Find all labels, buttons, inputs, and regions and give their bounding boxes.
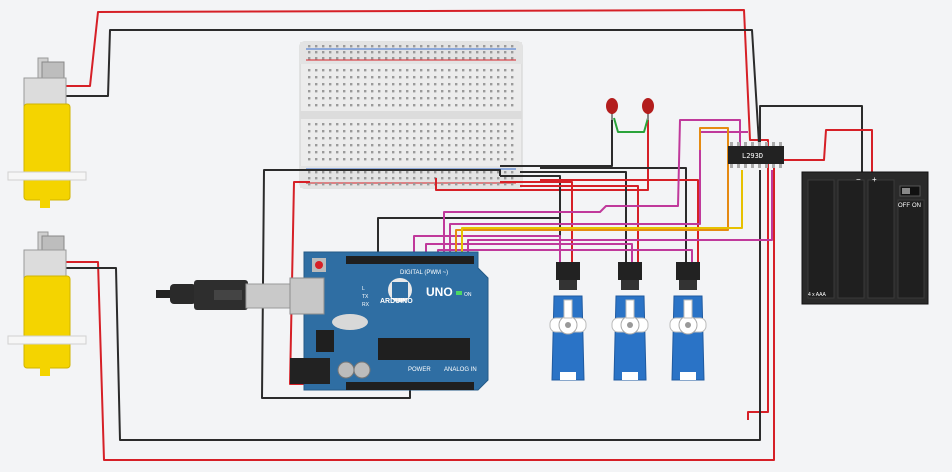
servo-1[interactable] [549, 262, 587, 381]
battery-switch-on: ON [912, 203, 921, 209]
arduino-uno[interactable]: ARDUINO UNO DIGITAL (PWM ~) POWER ANALOG… [289, 251, 489, 391]
led-rx-label: RX [362, 302, 370, 308]
led-right[interactable] [642, 98, 654, 120]
arduino-model: UNO [426, 285, 453, 299]
wires [64, 9, 873, 461]
dc-motor-top[interactable] [7, 57, 87, 208]
wire-red-servo-1 [500, 181, 573, 262]
led-tx-label: TX [362, 294, 369, 300]
wire-red-led [435, 112, 649, 191]
battery-type-label: 4 x AAA [808, 292, 826, 298]
servo-2[interactable] [611, 262, 649, 381]
led-l-label: L [362, 286, 365, 292]
battery-minus-label: − [856, 175, 861, 184]
battery-pack[interactable]: − + OFF ON 4 x AAA [801, 171, 929, 305]
breadboard[interactable] [299, 41, 523, 189]
driver-ic-label: L293D [742, 152, 763, 160]
wire-black-led [500, 112, 613, 167]
motor-driver-ic[interactable]: L293D [728, 142, 784, 168]
servo-3[interactable] [669, 262, 707, 381]
wire-green-led [613, 117, 649, 133]
led-left[interactable] [606, 98, 618, 120]
wire-black-servo-2 [520, 171, 627, 262]
wire-red-servo-2 [520, 185, 639, 262]
wire-magenta-driver-3 [467, 170, 773, 260]
usb-cable[interactable] [156, 280, 293, 310]
wire-black-servo-1 [500, 175, 561, 262]
wire-red-servo-3 [540, 179, 699, 262]
battery-switch-off: OFF [898, 203, 910, 209]
wire-black-bottom-motor [66, 170, 761, 441]
wire-red-battery [782, 129, 873, 176]
dc-motor-bottom[interactable] [7, 231, 87, 376]
wire-magenta-driver-2 [449, 131, 748, 260]
breadboard-holes [308, 45, 514, 186]
wire-orange-driver [455, 127, 729, 260]
battery-plus-label: + [872, 175, 877, 184]
wire-black-battery [759, 105, 863, 176]
wire-black-arduino-top [377, 217, 560, 260]
digital-header-label: DIGITAL (PWM ~) [400, 270, 448, 276]
led-on-label: ON [464, 292, 472, 298]
ic-pins [730, 142, 782, 168]
arduino-brand: ARDUINO [380, 298, 413, 305]
analog-header-label: ANALOG IN [444, 367, 477, 373]
wire-black-top-motor [64, 29, 761, 161]
wire-magenta-driver-1 [443, 119, 741, 260]
servo-group [549, 262, 707, 381]
wire-red-top-motor [64, 9, 769, 420]
power-header-label: POWER [408, 367, 431, 373]
wire-yellow-driver [461, 170, 743, 260]
